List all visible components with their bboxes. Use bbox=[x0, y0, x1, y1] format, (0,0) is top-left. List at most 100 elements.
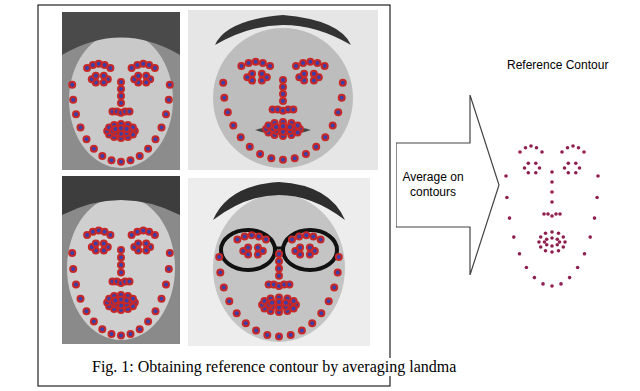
landmark-dot bbox=[117, 92, 125, 100]
landmark-dot bbox=[164, 283, 168, 287]
landmark-dot bbox=[299, 59, 307, 67]
landmark-dot bbox=[543, 240, 547, 244]
landmark-dot bbox=[275, 265, 283, 273]
landmark-dot bbox=[550, 180, 554, 184]
landmark-dot bbox=[563, 240, 567, 244]
landmark-dot bbox=[556, 237, 560, 241]
landmark-dot bbox=[130, 233, 134, 237]
landmark-dot bbox=[119, 298, 123, 302]
landmark-dot bbox=[576, 266, 580, 270]
landmark-dot bbox=[241, 232, 249, 240]
landmark-dot bbox=[97, 62, 101, 66]
landmark-dot bbox=[269, 156, 273, 160]
landmark-dot bbox=[292, 299, 296, 303]
landmark-dot bbox=[554, 212, 558, 216]
landmark-dot bbox=[312, 143, 320, 151]
landmark-dot bbox=[79, 297, 83, 301]
landmark-dot bbox=[308, 246, 312, 250]
landmark-dot bbox=[220, 94, 228, 102]
landmark-dot bbox=[248, 231, 256, 239]
landmark-dot bbox=[550, 200, 554, 204]
landmark-dot bbox=[337, 255, 341, 259]
landmark-dot bbox=[117, 246, 125, 254]
landmark-dot bbox=[162, 110, 170, 118]
landmark-dot bbox=[298, 327, 306, 335]
landmark-dot bbox=[317, 309, 325, 317]
landmark-dot bbox=[100, 327, 104, 331]
landmark-dot bbox=[92, 147, 96, 151]
landmark-dot bbox=[248, 145, 252, 149]
landmark-dot bbox=[275, 257, 283, 265]
landmark-dot bbox=[265, 75, 269, 79]
landmark-dot bbox=[125, 298, 129, 302]
landmark-dot bbox=[518, 252, 522, 256]
landmark-dot bbox=[296, 244, 304, 252]
landmark-dot bbox=[141, 229, 145, 233]
landmark-dot bbox=[71, 98, 75, 102]
landmark-dot bbox=[559, 282, 563, 286]
landmark-dot bbox=[281, 78, 285, 82]
landmark-dot bbox=[300, 70, 308, 78]
landmark-dot bbox=[334, 269, 342, 277]
landmark-dot bbox=[562, 235, 566, 239]
landmark-dot bbox=[79, 126, 83, 130]
landmark-dot bbox=[557, 249, 561, 253]
landmark-dot bbox=[265, 333, 269, 337]
landmark-dot bbox=[90, 145, 98, 153]
landmark-dot bbox=[562, 245, 566, 249]
landmark-dot bbox=[117, 158, 125, 166]
landmark-dot bbox=[125, 127, 129, 131]
landmark-dot bbox=[144, 145, 152, 153]
landmark-dot bbox=[508, 216, 512, 220]
landmark-dot bbox=[136, 152, 144, 160]
frame bbox=[38, 5, 390, 386]
landmark-dot bbox=[235, 238, 239, 242]
landmark-dot bbox=[541, 282, 545, 286]
landmark-dot bbox=[545, 243, 549, 247]
landmark-dot bbox=[295, 232, 303, 240]
landmark-dot bbox=[117, 332, 125, 340]
landmark-dot bbox=[69, 265, 77, 273]
caption: Fig. 1: Obtaining reference contour by a… bbox=[92, 358, 456, 376]
landmark-dot bbox=[272, 123, 280, 131]
landmark-dot bbox=[244, 244, 252, 252]
landmark-dot bbox=[123, 125, 131, 133]
landmark-dot bbox=[308, 253, 312, 257]
landmark-dot bbox=[119, 126, 123, 130]
landmark-dot bbox=[275, 272, 283, 280]
landmark-dot bbox=[566, 146, 570, 150]
figure-label: Reference Contour bbox=[507, 58, 608, 72]
landmark-dot bbox=[94, 241, 98, 245]
landmark-dot bbox=[281, 92, 285, 96]
landmark-dot bbox=[158, 124, 166, 132]
landmark-dot bbox=[243, 234, 247, 238]
landmark-dot bbox=[583, 252, 587, 256]
landmark-dot bbox=[102, 241, 106, 245]
landmark-dot bbox=[167, 267, 171, 271]
landmark-dot bbox=[119, 132, 123, 136]
landmark-dot bbox=[147, 230, 151, 234]
landmark-dot bbox=[291, 154, 299, 162]
landmark-dot bbox=[221, 81, 225, 85]
landmark-dot bbox=[538, 166, 542, 170]
landmark-dot bbox=[262, 236, 270, 244]
landmark-dot bbox=[298, 246, 302, 250]
landmark-dot bbox=[220, 283, 228, 291]
landmark-dot bbox=[117, 261, 125, 269]
landmark-dot bbox=[306, 244, 314, 252]
landmark-dot bbox=[119, 248, 123, 252]
landmark-dot bbox=[91, 63, 95, 67]
landmark-dot bbox=[312, 79, 316, 83]
landmark-dot bbox=[281, 85, 285, 89]
landmark-dot bbox=[281, 99, 285, 103]
landmark-dot bbox=[119, 101, 123, 105]
landmark-dot bbox=[83, 307, 91, 315]
landmark-dot bbox=[142, 239, 150, 247]
landmark-dot bbox=[268, 64, 272, 68]
landmark-dot bbox=[266, 124, 270, 128]
landmark-dot bbox=[91, 230, 95, 234]
landmark-dot bbox=[306, 251, 314, 259]
landmark-dot bbox=[256, 246, 260, 250]
landmark-dot bbox=[162, 281, 170, 289]
face-photo bbox=[62, 12, 180, 170]
